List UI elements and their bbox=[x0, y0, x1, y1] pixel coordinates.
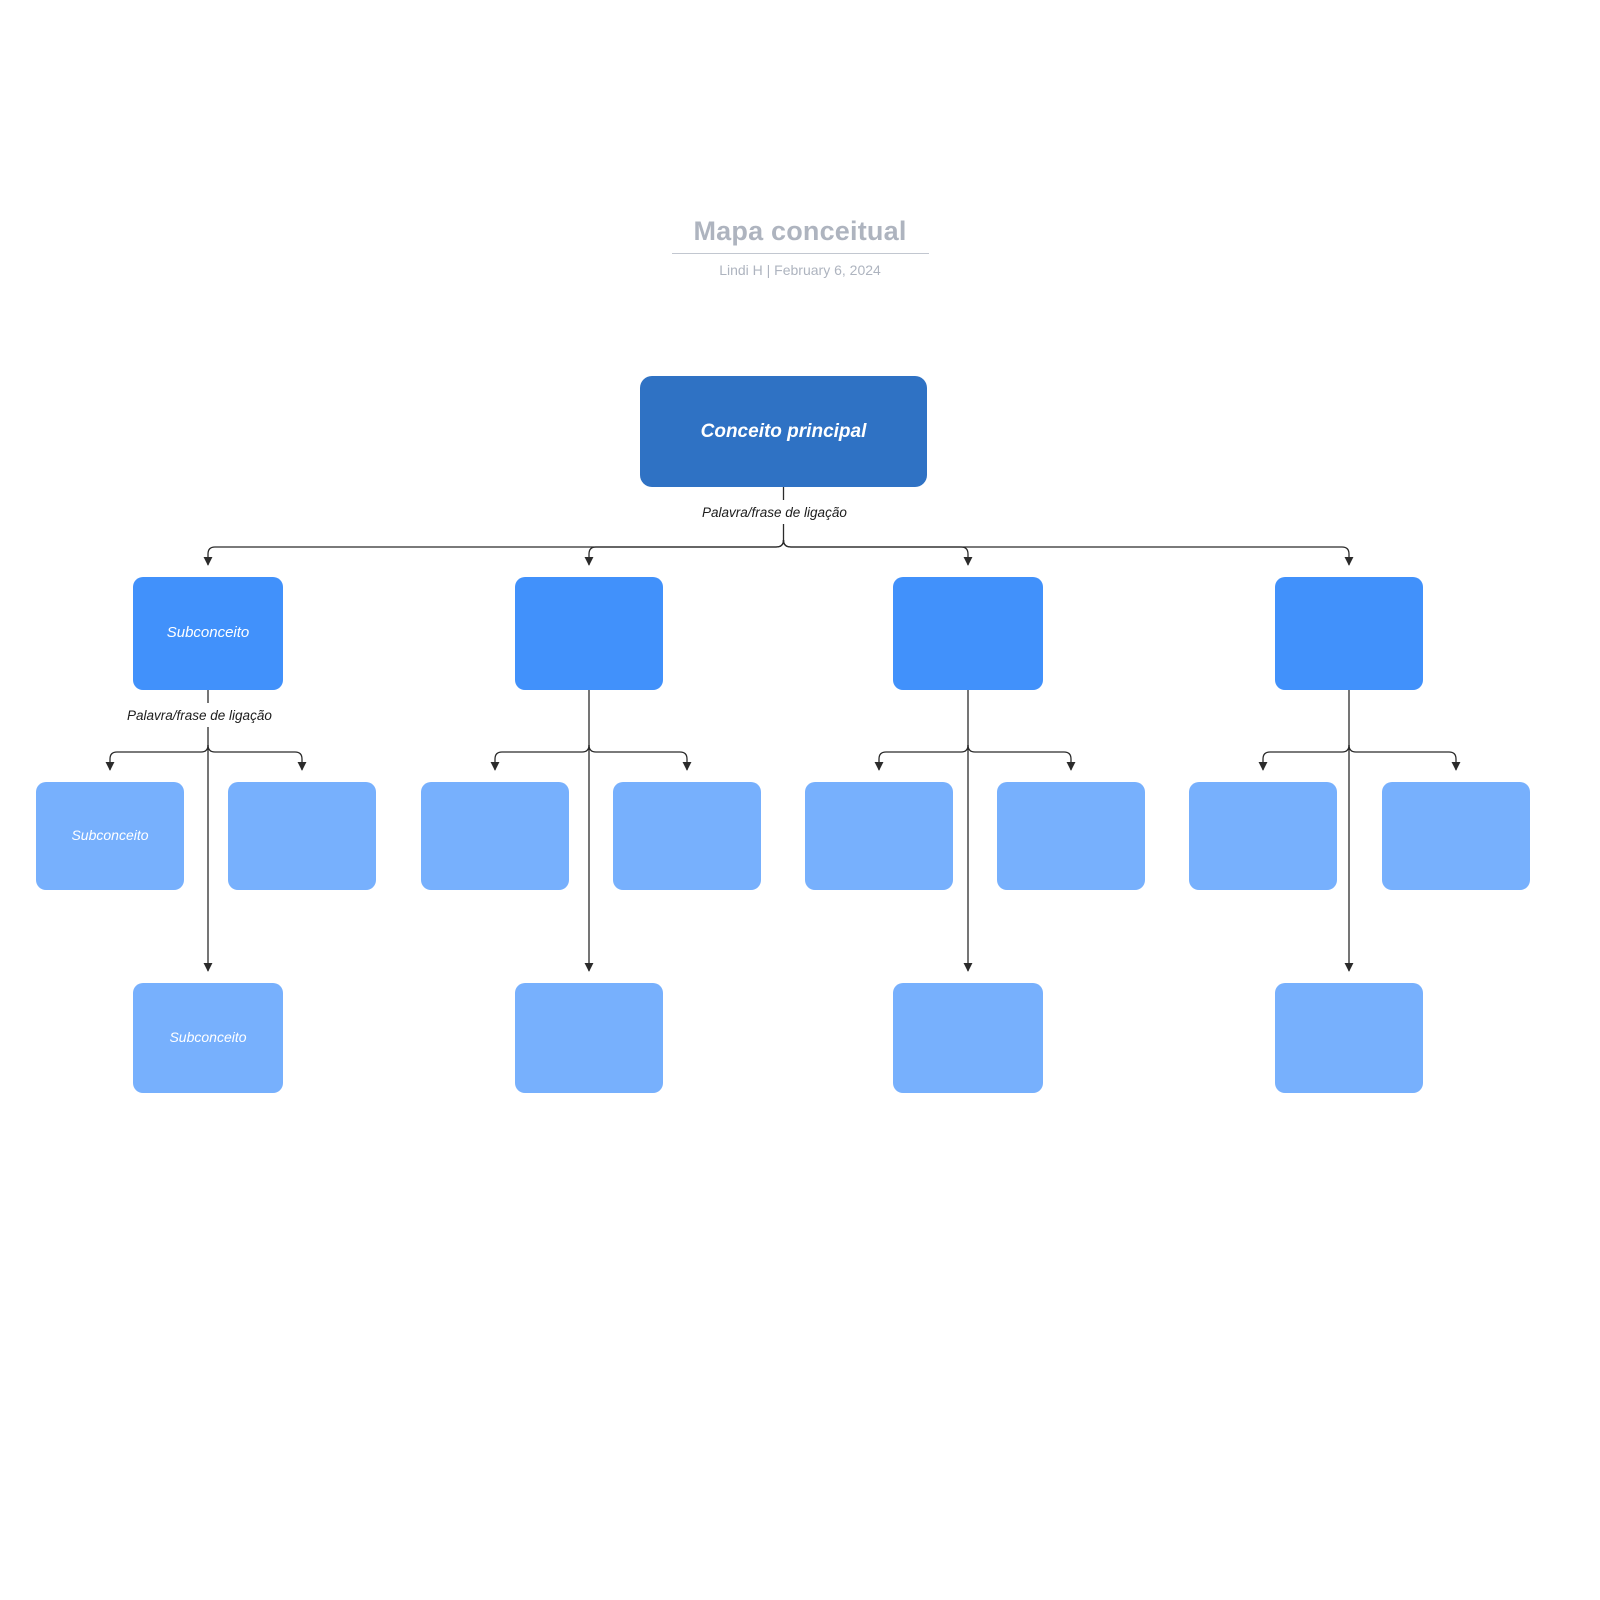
document-byline: Lindi H | February 6, 2024 bbox=[719, 262, 881, 278]
node-main-concept-label: Conceito principal bbox=[700, 420, 867, 442]
edge-sub2-to-a bbox=[490, 744, 590, 771]
node-sub-2-c[interactable] bbox=[515, 983, 663, 1093]
edge-label-sub1: Palavra/frase de ligação bbox=[127, 708, 272, 723]
node-sub-2-b[interactable] bbox=[613, 782, 761, 890]
edge-sub4-to-a bbox=[1258, 744, 1350, 771]
edge-root-to-sub1 bbox=[203, 539, 785, 566]
node-sub-1-a[interactable]: Subconceito bbox=[36, 782, 184, 890]
page-title: Mapa conceitual bbox=[693, 216, 907, 246]
edge-sub1-to-a bbox=[105, 744, 209, 771]
node-sub-3-a[interactable] bbox=[805, 782, 953, 890]
node-sub-1-c-label: Subconceito bbox=[169, 1029, 247, 1046]
edge-sub4-to-b bbox=[1348, 744, 1461, 771]
node-sub-4[interactable] bbox=[1275, 577, 1423, 690]
node-sub-4-b[interactable] bbox=[1382, 782, 1530, 890]
edge-sub1-to-b bbox=[207, 744, 307, 771]
node-sub-3-c[interactable] bbox=[893, 983, 1043, 1093]
node-sub-3[interactable] bbox=[893, 577, 1043, 690]
edge-sub3-to-a bbox=[874, 744, 969, 771]
node-main-concept[interactable]: Conceito principal bbox=[640, 376, 927, 487]
edge-sub2-to-b bbox=[588, 744, 692, 771]
node-sub-1[interactable]: Subconceito bbox=[133, 577, 283, 690]
node-sub-1-label: Subconceito bbox=[166, 624, 250, 642]
edge-label-root: Palavra/frase de ligação bbox=[702, 505, 847, 520]
node-sub-2-a[interactable] bbox=[421, 782, 569, 890]
node-sub-2[interactable] bbox=[515, 577, 663, 690]
node-sub-1-c[interactable]: Subconceito bbox=[133, 983, 283, 1093]
edge-root-to-sub4 bbox=[782, 539, 1354, 566]
node-sub-4-c[interactable] bbox=[1275, 983, 1423, 1093]
node-sub-4-a[interactable] bbox=[1189, 782, 1337, 890]
node-sub-1-b[interactable] bbox=[228, 782, 376, 890]
node-sub-3-b[interactable] bbox=[997, 782, 1145, 890]
document-header: Mapa conceitual Lindi H | February 6, 20… bbox=[0, 214, 1600, 279]
title-divider bbox=[671, 253, 929, 254]
edge-root-to-sub2 bbox=[584, 539, 785, 566]
edge-sub3-to-b bbox=[967, 744, 1076, 771]
edge-root-to-sub3 bbox=[782, 539, 973, 566]
node-sub-1-a-label: Subconceito bbox=[71, 827, 149, 844]
